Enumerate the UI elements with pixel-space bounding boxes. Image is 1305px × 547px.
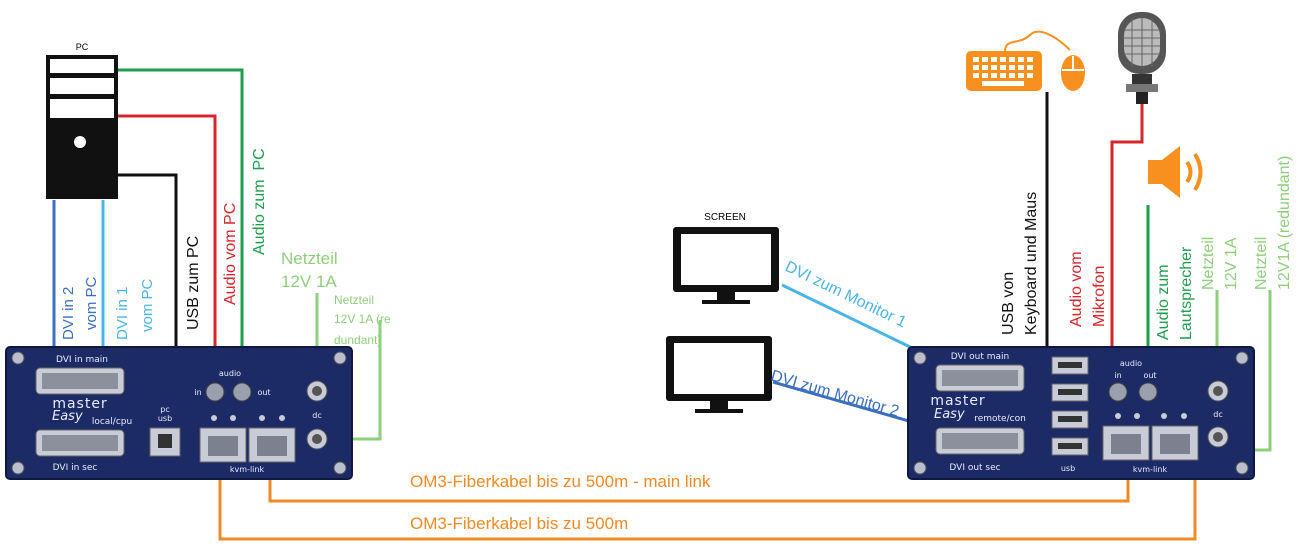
label-netzteil-left: Netzteil (281, 249, 338, 268)
label-fiber-second: OM3-Fiberkabel bis zu 500m (410, 514, 628, 533)
fiber-cable-second (218, 455, 1197, 541)
left-dc-label: dc (312, 411, 321, 420)
microphone-icon (1118, 12, 1166, 104)
right-brand-label: master (930, 393, 985, 409)
label-dvi-in2: DVI in 2 (60, 287, 77, 340)
left-audio-out-label: out (257, 388, 270, 397)
mouse-icon (1061, 55, 1085, 91)
label-usb-zum-pc: USB zum PC (185, 236, 202, 330)
label-audio-vom-pc: Audio vom PC (222, 203, 239, 305)
label-audio-zum-pc: Audio zum PC (251, 148, 268, 255)
right-dvi-main-label: DVI out main (951, 352, 1010, 362)
right-device-master-easy (907, 346, 1255, 480)
label-netzteil-left-red-1: Netzteil (334, 293, 374, 307)
monitor-1-icon (673, 227, 779, 304)
label-netzteil-left-v: 12V 1A (281, 272, 337, 291)
left-dvi-main-label: DVI in main (56, 355, 108, 365)
speaker-icon (1148, 146, 1203, 198)
right-audio-out-label: out (1143, 371, 1156, 380)
screen-label: SCREEN (704, 212, 746, 223)
right-usb-label: usb (1061, 464, 1075, 473)
left-device-master-easy (5, 346, 353, 480)
left-brand-label: master (52, 396, 107, 412)
label-dvi-in1: DVI in 1 (114, 287, 131, 340)
left-usb-label: usb (158, 414, 172, 423)
label-netzteil-right-1: Netzteil (1200, 237, 1217, 290)
right-audio-label: audio (1120, 359, 1142, 368)
label-dvi-in1-vom: vom PC (139, 278, 156, 332)
label-dvi-mon2: DVI zum Monitor 2 (769, 368, 901, 421)
label-netzteil-left-red-2: 12V 1A (re (334, 312, 391, 326)
label-netzteil-right-2: Netzteil (1253, 237, 1270, 290)
cable-audio-vom-pc (118, 114, 217, 385)
left-mode-label: local/cpu (92, 417, 132, 427)
label-audio-mic-2: Mikrofon (1091, 266, 1108, 327)
label-usb-kb-2: Keyboard und Maus (1023, 192, 1040, 335)
label-netzteil-right-2v: 12V1A (redundant) (1276, 156, 1293, 290)
right-dc-label: dc (1213, 410, 1222, 419)
right-brand-script: Easy (934, 407, 965, 422)
label-netzteil-left-red-3: dundant) (334, 333, 381, 347)
label-audio-mic-1: Audio vom (1068, 251, 1085, 327)
monitor-2-icon (666, 336, 772, 413)
label-usb-kb-1: USB von (1000, 272, 1017, 335)
left-brand-script: Easy (52, 409, 83, 424)
label-fiber-main: OM3-Fiberkabel bis zu 500m - main link (410, 472, 711, 491)
right-mode-label: remote/con (974, 414, 1026, 424)
cable-audio-mic (1110, 102, 1144, 385)
cable-audio-zum-pc (118, 68, 244, 385)
pc-label: PC (76, 42, 89, 52)
label-dvi-in2-vom: vom PC (83, 276, 100, 330)
label-audio-spk-1: Audio zum (1155, 264, 1172, 340)
pc-icon (46, 55, 118, 199)
right-kvm-label: kvm-link (1133, 465, 1168, 474)
left-pc-label: pc (160, 405, 169, 414)
left-dvi-sec-label: DVI in sec (53, 463, 98, 473)
left-audio-label: audio (219, 369, 241, 378)
left-audio-in-label: in (194, 388, 201, 397)
left-kvm-label: kvm-link (230, 465, 265, 474)
right-audio-in-label: in (1114, 371, 1121, 380)
right-dvi-sec-label: DVI out sec (949, 463, 1000, 473)
keyboard-icon (966, 30, 1071, 91)
label-netzteil-right-1v: 12V 1A (1223, 237, 1240, 290)
label-audio-spk-2: Lautsprecher (1178, 246, 1195, 340)
